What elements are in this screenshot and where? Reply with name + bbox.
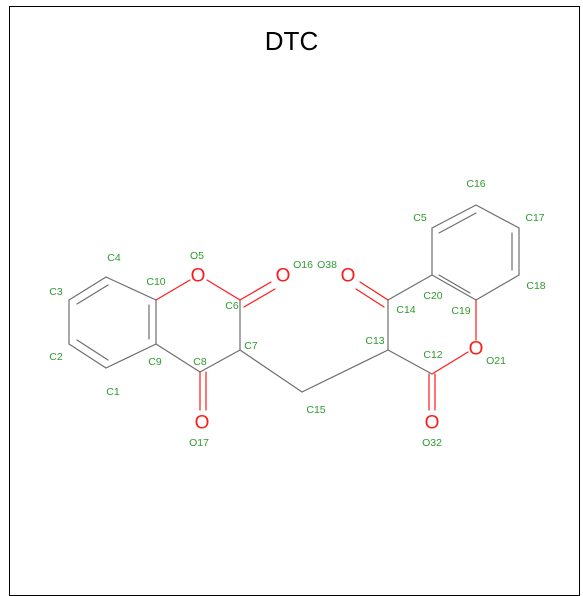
- atom-label: C17: [525, 212, 544, 224]
- atom-label: C6: [225, 300, 239, 312]
- atom-label: C19: [451, 305, 470, 317]
- oxygen-atom-o38: O: [341, 266, 356, 287]
- atom-label: C10: [146, 276, 165, 288]
- diagram-frame: [9, 6, 580, 596]
- oxygen-atom-o16: O: [276, 266, 291, 287]
- right-benzene-ring: [431, 204, 520, 301]
- atom-label: O21: [486, 355, 506, 367]
- atom-label: C15: [306, 404, 325, 416]
- oxygen-atom-o21: O: [469, 339, 484, 360]
- methylene-bridge: [239, 349, 389, 393]
- oxygen-atom-o5: O: [191, 266, 206, 287]
- right-pyranone-ring: [355, 274, 477, 411]
- left-benzene-ring: [68, 276, 157, 369]
- atom-label: C16: [466, 178, 485, 190]
- atom-label: C4: [107, 252, 121, 264]
- atom-label: O32: [422, 437, 442, 449]
- atom-label: C7: [244, 340, 258, 352]
- diagram-title: DTC: [264, 26, 319, 56]
- atom-label: C2: [49, 351, 63, 363]
- atom-label: C3: [49, 286, 63, 298]
- atom-label: C12: [423, 349, 442, 361]
- atom-label: C20: [423, 290, 442, 302]
- atom-label: C1: [106, 386, 120, 398]
- atom-label: C8: [193, 356, 207, 368]
- atom-label: C18: [526, 280, 545, 292]
- oxygen-atom-o17: O: [195, 413, 210, 434]
- atom-label: O16: [293, 259, 313, 271]
- atom-label: C13: [365, 335, 384, 347]
- oxygen-atom-o32: O: [425, 413, 440, 434]
- atom-label: C14: [396, 304, 415, 316]
- atom-label: C9: [148, 356, 162, 368]
- atom-label: O5: [190, 250, 204, 262]
- left-pyranone-ring: [155, 279, 276, 411]
- atom-label: O17: [189, 437, 209, 449]
- atom-label: O38: [317, 259, 337, 271]
- atom-label: C5: [413, 212, 427, 224]
